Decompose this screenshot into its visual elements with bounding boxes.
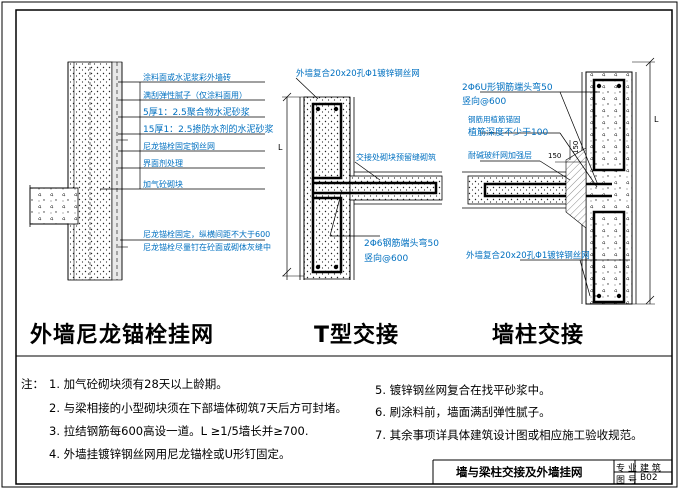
wall-t-vertical — [303, 96, 351, 280]
wall-t-horizontal — [349, 175, 443, 201]
panel-3-texts: 2Φ6U形钢筋端头弯50 竖向@600 钢筋用植筋锚固 植筋深度不少于100 耐… — [462, 81, 590, 261]
rebar-label-3a: 2Φ6U形钢筋端头弯50 — [462, 81, 553, 93]
anchor-note-2: 尼龙锚栓尽量钉在砼面或砌体灰缝中 — [143, 242, 271, 252]
dim-150-b: 150 — [572, 141, 580, 154]
anchor-note-1: 尼龙锚栓固定，纵横间距不大于600 — [143, 229, 270, 239]
callout-1: 涂料面或水泥浆彩外墙砖 — [143, 72, 231, 82]
panel-3-drawing: L — [462, 57, 659, 305]
column-rebar-bottom — [592, 210, 626, 304]
panel-1-title: 外墙尼龙锚栓挂网 — [30, 323, 215, 348]
note-3: 3. 拉结钢筋每600高设一道。L ≥1/5墙长并≥700. — [49, 424, 309, 438]
spec-label: 专 业 — [616, 464, 637, 474]
callout-leaders — [100, 81, 265, 241]
joint-label: 交接处砌块预留缝砌筑 — [356, 152, 436, 162]
notes-prefix: 注： — [21, 377, 44, 391]
note-6: 6. 刷涂料前，墙面满刮弹性腻子。 — [375, 405, 551, 419]
column-rebar-top — [592, 78, 626, 172]
note-1: 1. 加气砼砌块须有28天以上龄期。 — [49, 377, 228, 391]
wall-tie-u — [483, 182, 612, 198]
callout-5: 尼龙锚栓固定钢丝网 — [143, 141, 215, 151]
note-7: 7. 其余事项详具体建筑设计图或相应施工验收规范。 — [375, 428, 643, 442]
callout-7: 加气砼砌块 — [143, 179, 183, 189]
panel-2-title: T型交接 — [314, 323, 400, 348]
sheet-border-inner — [15, 9, 673, 485]
sheet-label: 图 号 — [616, 476, 637, 486]
note-4: 4. 外墙挂镀锌钢丝网用尼龙锚栓或U形钉固定。 — [49, 447, 291, 461]
panel-2-texts: 外墙复合20x20孔Φ1镀锌钢丝网 交接处砌块预留缝砌筑 2Φ6钢筋端头弯50 … — [296, 68, 439, 264]
callout-6: 界面剂处理 — [143, 158, 183, 168]
dim-L-3: L — [654, 115, 659, 124]
callout-4: 15厚1：2.5掺防水剂的水泥砂浆 — [143, 123, 274, 135]
callout-2: 满刮弹性腻子（仅涂料面用） — [143, 90, 247, 100]
rebar-box-bottom — [311, 196, 343, 274]
floor-slab — [29, 187, 79, 225]
rebar-label-3c: 钢筋用植筋锚固 — [468, 114, 521, 124]
spec-value: 建 筑 — [640, 464, 661, 474]
rebar-label-3d: 植筋深度不少于100 — [468, 126, 548, 138]
sheet-number: B02 — [640, 473, 658, 483]
panel-3-title: 墙柱交接 — [492, 323, 585, 348]
note-2: 2. 与梁相接的小型砌块须在下部墙体砌筑7天后方可封堵。 — [49, 401, 347, 415]
rebar-tie — [313, 181, 438, 195]
rebar-box-top — [311, 102, 343, 180]
wire-mesh-label-2: 外墙复合20x20孔Φ1镀锌钢丝网 — [296, 68, 420, 79]
fiber-mesh-label: 耐碱玻纤网加强层 — [468, 150, 532, 160]
title-block-frame — [432, 459, 672, 484]
panel-2-drawing: L — [278, 77, 443, 280]
rebar-label-3b: 竖向@600 — [462, 95, 506, 107]
dim-150-a: 150 — [548, 152, 561, 160]
note-5: 5. 镀锌钢丝网复合在找平砂浆中。 — [375, 383, 551, 397]
wire-mesh-label-3: 外墙复合20x20孔Φ1镀锌钢丝网 — [466, 250, 590, 261]
rebar-label-2b: 竖向@600 — [364, 252, 408, 264]
drawing-name: 墙与梁柱交接及外墙挂网 — [456, 465, 583, 479]
panel-1-drawing — [29, 61, 265, 281]
rebar-label-2a: 2Φ6钢筋端头弯50 — [364, 237, 439, 249]
callout-3: 5厚1：2.5聚合物水泥砂浆 — [143, 106, 250, 118]
fiber-mesh-reinforcement — [565, 147, 587, 229]
dim-L-2: L — [278, 143, 283, 152]
panel-1-callout-texts: 涂料面或水泥浆彩外墙砖 满刮弹性腻子（仅涂料面用） 5厚1：2.5聚合物水泥砂浆… — [143, 72, 274, 252]
